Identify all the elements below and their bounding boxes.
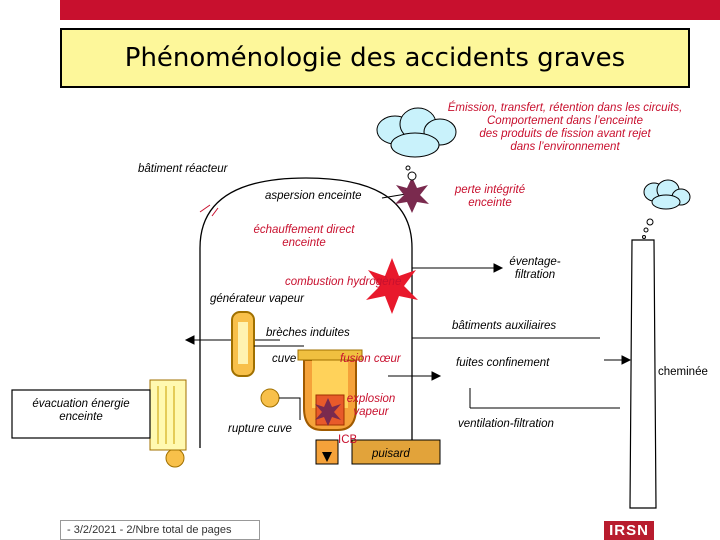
emission-line-2: Comportement dans l’enceinte [487,115,643,127]
burst-combustion [366,258,418,314]
down-arrow [322,452,332,462]
burst-perte [395,177,429,213]
label-ventilation: ventilation-filtration [458,418,554,430]
burst-explosion [315,398,341,426]
cloud-small [643,179,691,210]
label-breches: brèches induites [266,327,350,339]
eventage-line-1: éventage- [509,256,561,268]
label-batiments-aux: bâtiments auxiliaires [452,320,557,332]
evacuation-line-1: évacuation énergie [32,398,130,410]
label-icb: ICB [338,434,358,446]
top-accent-bar [60,0,720,20]
label-combustion: combustion hydrogène [285,276,402,288]
label-explosion: explosion vapeur [336,393,406,419]
label-aspersion: aspersion enceinte [265,190,362,202]
pump-1 [260,388,280,408]
cloud-bubbles [405,165,654,239]
puisard-area [351,439,441,465]
label-perte-integrite: perte intégrité enceinte [450,184,530,210]
label-echauffement: échauffement direct enceinte [244,224,364,250]
explosion-line-2: vapeur [353,406,389,418]
evacuation-line-2: enceinte [59,411,103,423]
page-title: Phénoménologie des accidents graves [124,43,626,73]
emission-line-4: dans l’environnement [510,141,620,153]
evacuation-box [11,389,151,439]
heat-exchanger [149,379,187,451]
label-eventage: éventage- filtration [500,256,570,282]
label-fusion: fusion cœur [340,353,401,365]
emission-line-3: des produits de fission avant rejet [479,128,651,140]
eventage-line-2: filtration [514,269,556,281]
footer-text: - 3/2/2021 - 2/Nbre total de pages [60,520,260,540]
spray-drops [199,204,219,217]
label-batiment-reacteur: bâtiment réacteur [138,163,228,175]
irsn-logo: IRSN [604,521,654,540]
label-rupture: rupture cuve [228,423,292,435]
perte-line-2: enceinte [468,197,512,209]
pump-2 [165,448,185,468]
label-generateur: générateur vapeur [210,293,304,305]
echauffement-line-2: enceinte [282,237,326,249]
perte-line-1: perte intégrité [454,184,526,196]
cloud-large [376,107,457,158]
reactor-building-outline [199,177,413,448]
title-box: Phénoménologie des accidents graves [60,28,690,88]
emission-line-1: Émission, transfert, rétention dans les … [447,102,683,114]
echauffement-line-1: échauffement direct [253,224,355,236]
label-evacuation: évacuation énergie enceinte [14,398,148,424]
label-puisard: puisard [372,448,410,460]
label-cheminee: cheminée [658,366,708,378]
chimney [629,239,657,509]
label-cuve: cuve [272,353,297,365]
label-fuites: fuites confinement [456,357,550,369]
explosion-line-1: explosion [346,393,396,405]
emission-text: Émission, transfert, rétention dans les … [420,102,710,154]
